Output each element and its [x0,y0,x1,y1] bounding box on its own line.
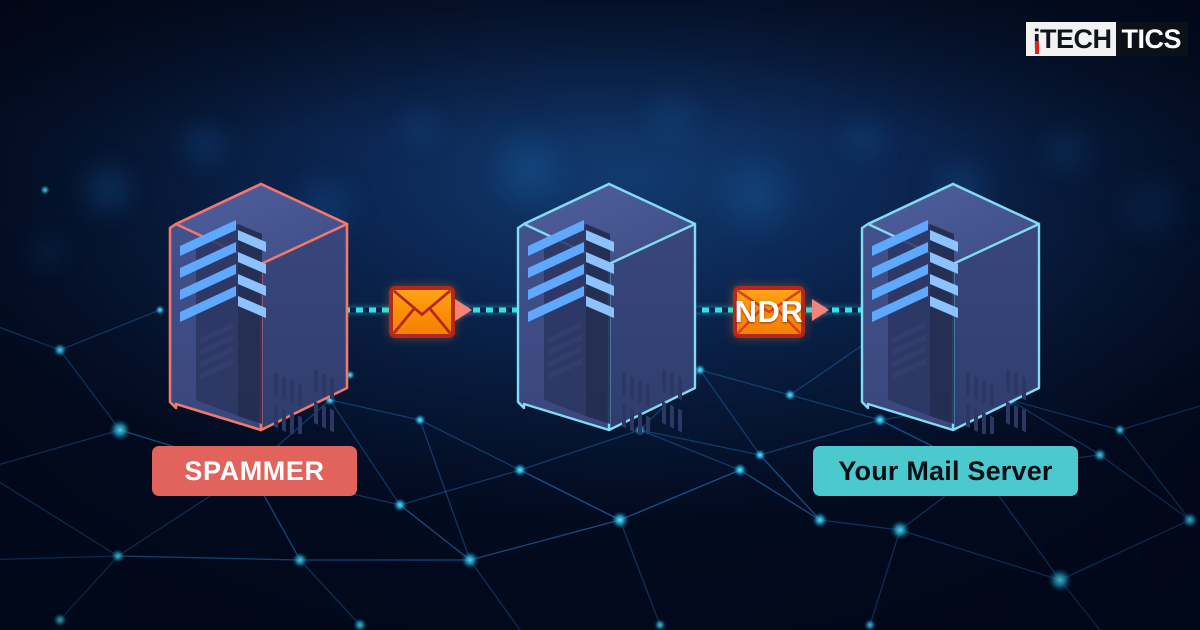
label-spammer[interactable]: SPAMMER [152,446,357,496]
server-your-mail-server[interactable] [858,172,1048,434]
envelope-badge-spam[interactable] [389,286,455,338]
envelope-icon [393,290,451,334]
server-relay[interactable] [514,172,704,434]
logo-right-block: TICS [1116,22,1188,56]
envelope-badge-ndr[interactable]: NDR [733,286,805,338]
arrow-right-icon-mail [455,299,472,321]
label-your-mail-server-text: Your Mail Server [838,455,1053,486]
server-spammer[interactable] [166,172,356,434]
logo-tics-text: TICS [1121,24,1181,54]
arrow-right-icon-ndr [812,299,829,321]
label-spammer-text: SPAMMER [184,455,325,486]
label-your-mail-server[interactable]: Your Mail Server [813,446,1078,496]
envelope-icon [737,290,801,334]
logo-tech-text: TECH [1039,24,1112,54]
ndr-badge-label: NDR [734,294,804,329]
envelope-badge-spam-label [393,290,451,334]
logo-i-accent: i [1032,24,1040,54]
